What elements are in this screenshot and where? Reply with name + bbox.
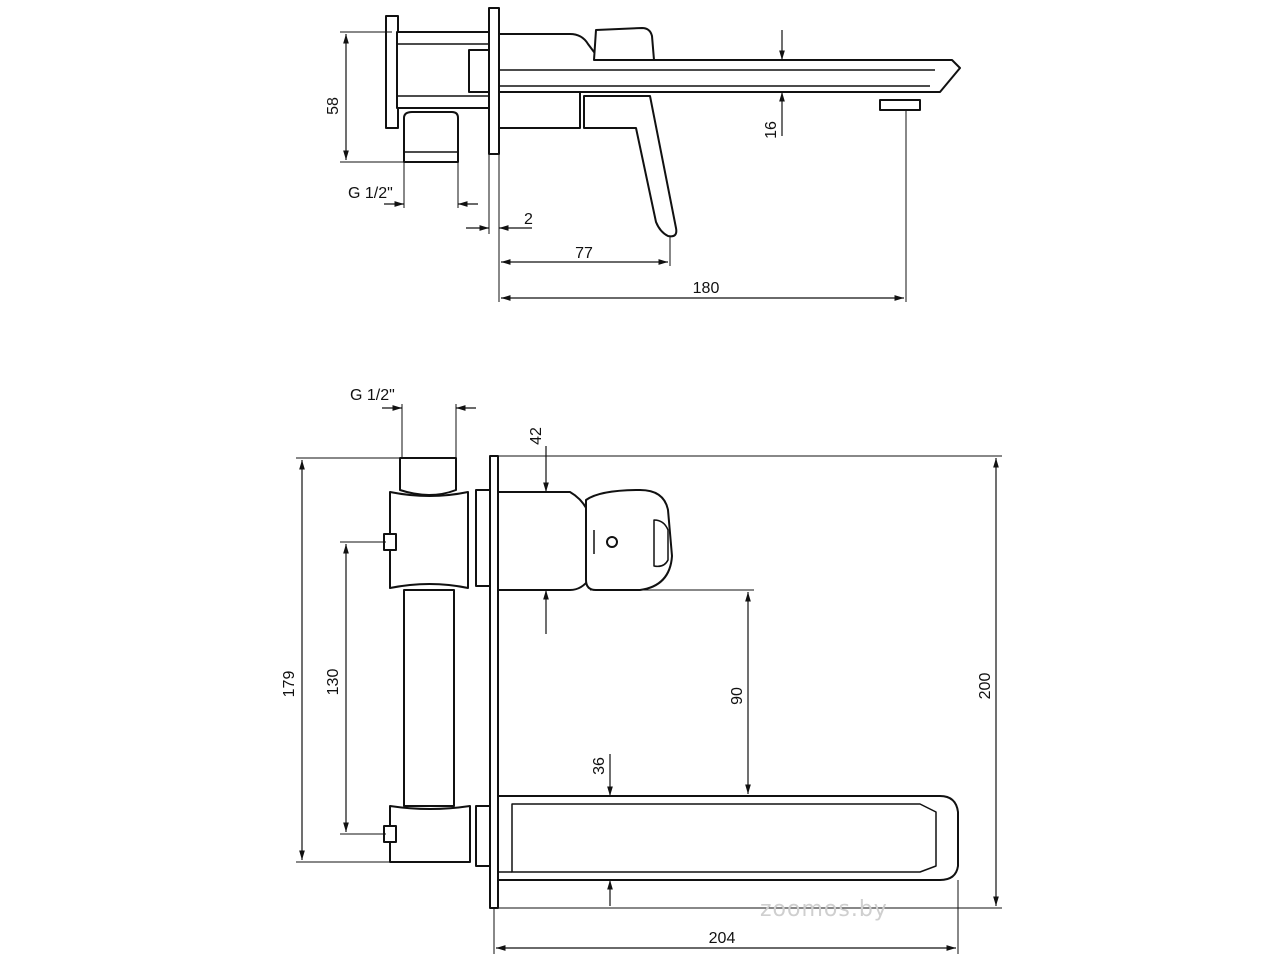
front-view-valve-body: [383, 489, 493, 589]
dim-front-height-179: 179: [281, 457, 400, 863]
front-view-lower-body: [383, 805, 493, 867]
dim-label-77: 77: [575, 245, 593, 262]
side-view-spout: [498, 33, 961, 129]
dim-label-42: 42: [528, 427, 545, 445]
dim-label-58: 58: [325, 97, 342, 115]
dim-front-height-200: 200: [498, 455, 1002, 909]
dim-front-width-204: 204: [493, 880, 959, 954]
front-view-handle: [497, 489, 673, 591]
front-view-inlet-top: [399, 457, 457, 496]
dim-front-inlet-130: 130: [325, 541, 386, 835]
dim-side-spout-16: 16: [763, 30, 785, 139]
dim-side-reach-180: 180: [501, 110, 907, 302]
dim-side-thread: G 1/2": [348, 162, 478, 208]
side-view-lever-handle: [583, 27, 678, 238]
dim-label-130: 130: [325, 669, 342, 696]
dim-front-thread: G 1/2": [350, 387, 476, 458]
dim-label-200: 200: [977, 673, 994, 700]
dim-label-179: 179: [281, 671, 298, 698]
front-view-spout: [497, 795, 959, 881]
side-view-valve-body: [385, 15, 492, 163]
dim-front-handle-42: 42: [528, 427, 549, 634]
dim-label-180: 180: [693, 280, 720, 297]
dim-label-204: 204: [709, 930, 736, 947]
side-view: 58 16 G 1/2" 2 77: [325, 7, 961, 302]
front-view-riser-pipe: [403, 589, 455, 807]
dim-label-90: 90: [729, 687, 746, 705]
side-view-wall-plate: [488, 7, 500, 155]
dim-label-thread-front: G 1/2": [350, 387, 395, 404]
dim-side-handle-77: 77: [498, 234, 671, 302]
watermark-text: zoomos.by: [760, 897, 888, 922]
dim-side-gap-2: 2: [466, 154, 533, 234]
dim-front-spout-36: 36: [591, 754, 613, 906]
front-view-wall-plate: [489, 455, 499, 909]
dim-front-spacing-90: 90: [590, 589, 754, 794]
dim-label-16: 16: [763, 121, 780, 139]
dim-label-36: 36: [591, 757, 608, 775]
dim-label-2: 2: [524, 211, 533, 228]
dim-label-thread-side: G 1/2": [348, 185, 393, 202]
front-view: G 1/2" 42 179 130 90: [281, 387, 1002, 954]
dim-side-height-58: 58: [325, 31, 404, 163]
